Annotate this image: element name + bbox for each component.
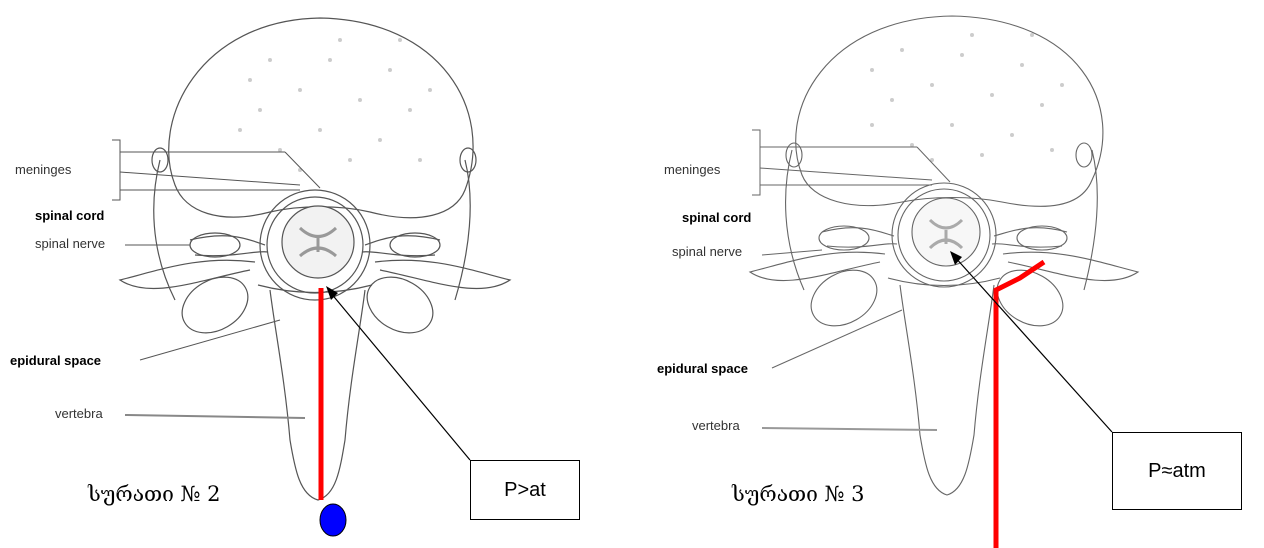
figure-3-panel: meninges spinal cord spinal nerve epidur… bbox=[632, 0, 1264, 548]
spinous-process bbox=[270, 290, 365, 500]
label-spinal-nerve: spinal nerve bbox=[35, 236, 105, 251]
spinous-process bbox=[900, 285, 994, 495]
label-epidural-space: epidural space bbox=[10, 353, 101, 368]
pressure-arrow-line bbox=[954, 256, 1112, 432]
vertebral-body bbox=[796, 16, 1103, 206]
label-meninges: meninges bbox=[664, 162, 720, 177]
label-meninges: meninges bbox=[15, 162, 71, 177]
label-spinal-cord: spinal cord bbox=[35, 208, 104, 223]
needle-line bbox=[996, 262, 1044, 548]
transverse-process-right bbox=[375, 260, 510, 288]
figure-caption: სურათი № 3 bbox=[732, 482, 864, 506]
transverse-process-left bbox=[120, 260, 255, 288]
pressure-label-box: P≈atm bbox=[1112, 432, 1242, 510]
fluid-drop bbox=[320, 504, 346, 536]
vertebral-body bbox=[169, 18, 473, 218]
label-vertebra: vertebra bbox=[55, 406, 103, 421]
label-spinal-nerve: spinal nerve bbox=[672, 244, 742, 259]
label-spinal-cord: spinal cord bbox=[682, 210, 751, 225]
spinal-nerve-right bbox=[362, 236, 440, 256]
figure-caption: სურათი № 2 bbox=[88, 482, 220, 506]
label-vertebra: vertebra bbox=[692, 418, 740, 433]
bone-texture bbox=[870, 33, 1064, 162]
spinal-nerve-left bbox=[190, 236, 268, 256]
label-epidural-space: epidural space bbox=[657, 361, 748, 376]
pressure-arrow-line bbox=[330, 292, 470, 460]
figure-2-panel: meninges spinal cord spinal nerve epidur… bbox=[0, 0, 632, 548]
leader-lines bbox=[112, 140, 320, 418]
pressure-label-box: P>at bbox=[470, 460, 580, 520]
